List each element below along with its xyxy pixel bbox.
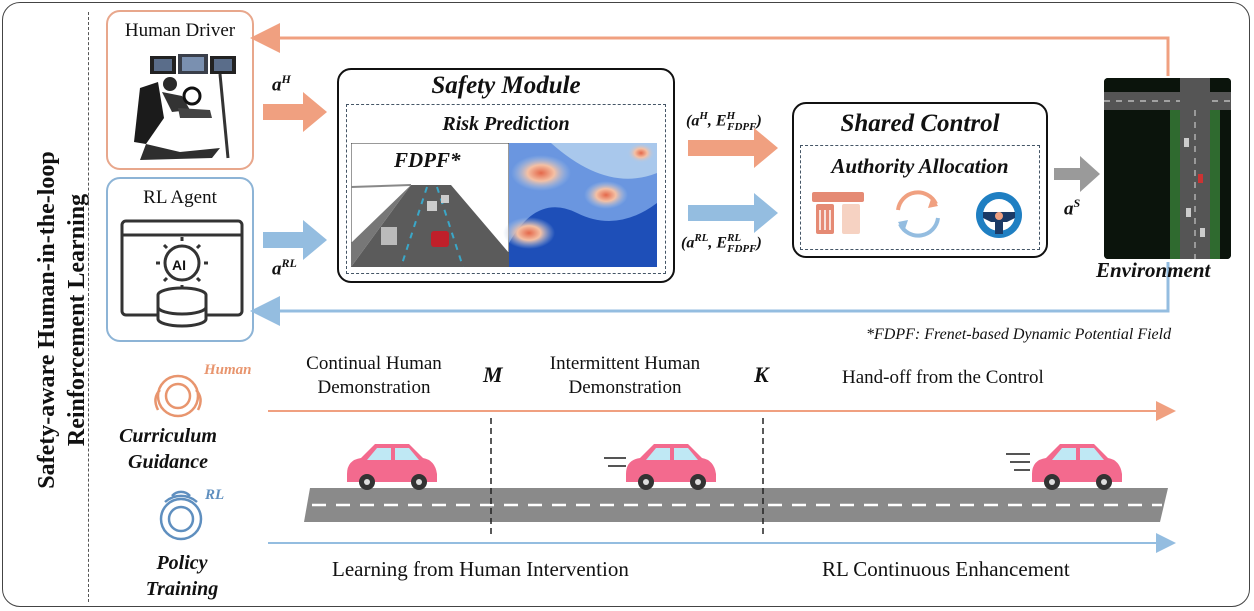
rl-action-arrow: [263, 220, 327, 260]
shared-control-title: Shared Control: [840, 110, 1000, 137]
marker-m: M: [483, 362, 503, 387]
rl-agent-card: RL Agent AI: [106, 177, 254, 342]
car-2: [626, 444, 716, 490]
fdpf-visualization: [351, 143, 657, 267]
human-driver-card: Human Driver: [106, 10, 254, 170]
shared-action-arrow: [1054, 156, 1100, 192]
steering-wheel-icon: [976, 192, 1022, 238]
human-feedback-loop: [250, 23, 1170, 76]
rl-wheel-icon: [159, 490, 203, 541]
rl-agent-label: RL Agent: [143, 187, 217, 208]
risk-prediction-title: Risk Prediction: [442, 113, 570, 135]
fdpf-footnote: *FDPF: Frenet-based Dynamic Potential Fi…: [866, 326, 1172, 343]
rl-tag: RL: [205, 487, 225, 503]
marker-k: K: [754, 362, 769, 387]
human-wheel-icon: [154, 374, 202, 418]
safety-module-title: Safety Module: [431, 72, 581, 99]
fdpf-label: FDPF*: [394, 148, 461, 172]
road: [304, 488, 1168, 522]
car-3: [1032, 444, 1122, 490]
environment-label: Environment: [1096, 258, 1211, 282]
authority-allocation-title: Authority Allocation: [831, 154, 1009, 178]
human-tuple-arrow: [688, 128, 778, 168]
phase-learning: Learning from Human Intervention: [332, 557, 629, 581]
car-1: [347, 444, 437, 490]
a-s-label: aS: [1064, 196, 1081, 220]
exchange-arrows-icon: [896, 190, 940, 238]
pedals-icon: [812, 192, 864, 234]
rl-tuple-arrow: [688, 193, 778, 233]
phase-enhancement: RL Continuous Enhancement: [822, 557, 1070, 581]
risk-prediction-box: [346, 104, 666, 274]
human-tag: Human: [204, 362, 252, 378]
a-h-label: aH: [272, 72, 291, 96]
authority-allocation-box: [800, 145, 1040, 250]
human-driver-label: Human Driver: [124, 20, 236, 41]
driving-simulator-image: [134, 54, 236, 160]
human-action-arrow: [263, 92, 327, 132]
rl-feedback-loop: [250, 262, 1170, 326]
environment-map: [1104, 78, 1231, 259]
rl-tuple-label: (aRL, ERLFDPF): [681, 232, 762, 255]
ai-text: AI: [172, 257, 186, 273]
vertical-divider: [88, 12, 89, 602]
human-tuple-label: (aH, EHFDPF): [686, 110, 762, 133]
a-rl-label: aRL: [272, 256, 297, 280]
ai-database-icon: [120, 219, 244, 328]
phase-handoff: Hand-off from the Control: [842, 367, 1044, 388]
